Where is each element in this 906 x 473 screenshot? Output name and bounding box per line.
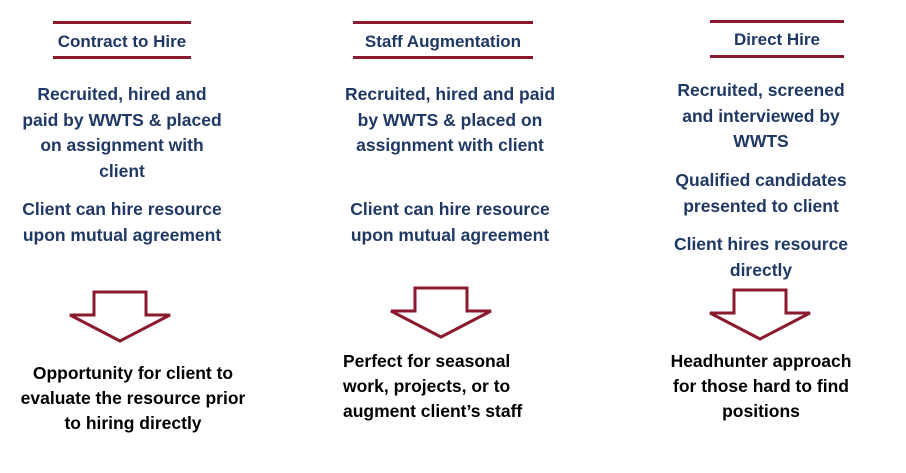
title-top-rule — [710, 20, 844, 23]
description-paragraph: Client can hire resource upon mutual agr… — [350, 199, 550, 245]
title-top-rule — [53, 21, 191, 24]
title-top-rule — [353, 21, 533, 24]
column-title: Staff Augmentation — [364, 32, 522, 51]
description-paragraph: Qualified candidates presented to client — [675, 170, 847, 216]
outcome-text: Opportunity for client to evaluate the r… — [20, 363, 246, 433]
title-bottom-rule — [710, 55, 844, 58]
description-paragraph: Client hires resource directly — [673, 234, 849, 280]
down-arrow-icon — [709, 288, 811, 341]
description-paragraph: Recruited, hired and paid by WWTS & plac… — [344, 84, 556, 155]
down-arrow-icon — [390, 286, 492, 339]
outcome-text: Perfect for seasonal work, projects, or … — [343, 351, 523, 421]
down-arrow-icon — [69, 290, 171, 343]
column-title: Contract to Hire — [57, 32, 187, 51]
description-paragraph: Recruited, screened and interviewed by W… — [677, 80, 845, 151]
column-contract-to-hire: Contract to Hire Recruited, hired and pa… — [0, 0, 270, 473]
title-bottom-rule — [353, 56, 533, 59]
description-paragraph: Recruited, hired and paid by WWTS & plac… — [22, 84, 222, 181]
description-paragraph: Client can hire resource upon mutual agr… — [22, 199, 222, 245]
title-bottom-rule — [53, 56, 191, 59]
column-title: Direct Hire — [734, 30, 820, 49]
outcome-text: Headhunter approach for those hard to fi… — [670, 351, 852, 421]
column-staff-augmentation: Staff Augmentation Recruited, hired and … — [320, 0, 590, 473]
column-direct-hire: Direct Hire Recruited, screened and inte… — [640, 0, 900, 473]
